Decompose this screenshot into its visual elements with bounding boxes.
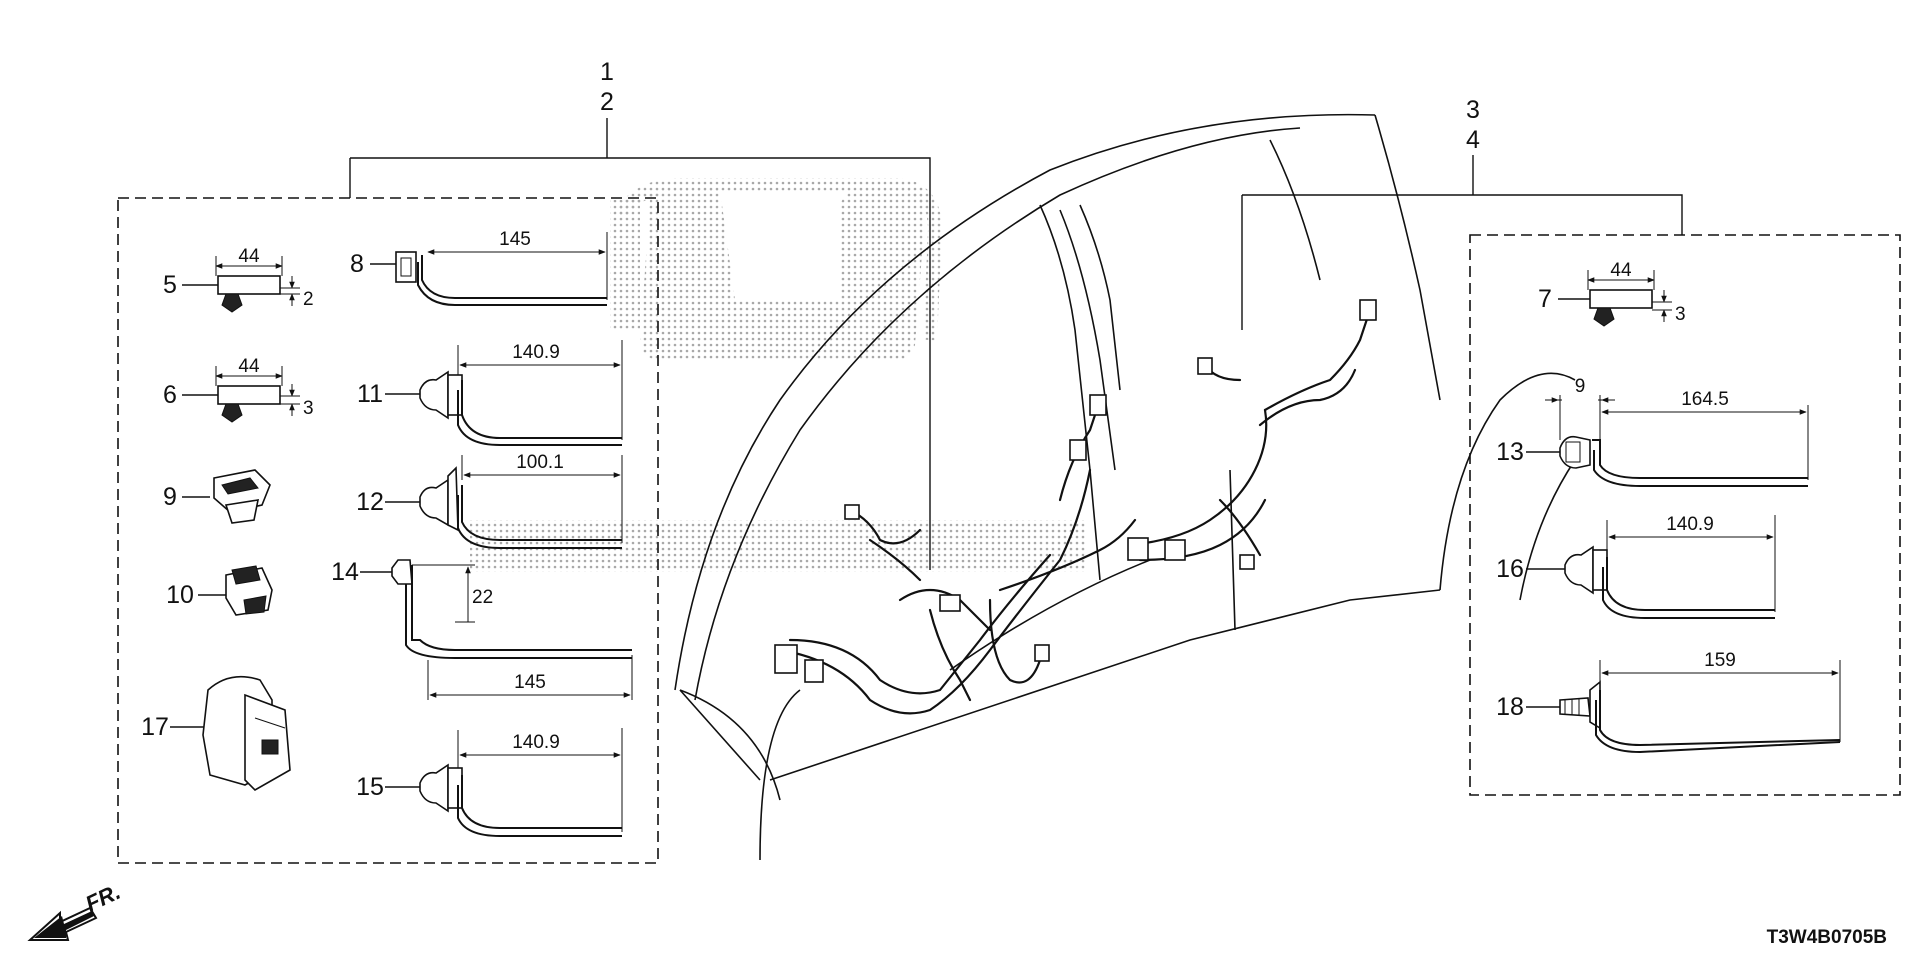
part-13-length: 164.5: [1681, 389, 1729, 410]
part-6-number: 6: [163, 381, 177, 409]
part-5-number: 5: [163, 271, 177, 299]
part-16-length: 140.9: [1666, 514, 1714, 535]
callout-4: 4: [1466, 126, 1480, 154]
part-7-height: 3: [1675, 304, 1686, 325]
part-13-offset: 9: [1575, 376, 1586, 397]
part-7-width: 44: [1610, 260, 1632, 281]
part-7-number: 7: [1538, 285, 1552, 313]
part-13-number: 13: [1496, 438, 1524, 466]
vehicle-body-outline: [674, 113, 1576, 861]
part-12-number: 12: [356, 488, 384, 516]
part-8: 8 145: [350, 229, 608, 306]
part-8-length: 145: [499, 229, 531, 250]
watermark-logo: [470, 178, 1085, 572]
part-11-length: 140.9: [512, 342, 560, 363]
door-wire-harness-front: [774, 394, 1137, 715]
part-5-height: 2: [303, 289, 314, 310]
part-14-height: 22: [472, 587, 493, 608]
part-17: 17: [141, 675, 291, 791]
part-6: 6 44 3: [163, 356, 314, 423]
part-18: 18 159: [1496, 650, 1841, 754]
part-16-number: 16: [1496, 555, 1524, 583]
part-12-length: 100.1: [516, 452, 564, 473]
part-10-number: 10: [166, 581, 194, 609]
part-15-length: 140.9: [512, 732, 560, 753]
callout-1: 1: [600, 58, 614, 86]
callout-2: 2: [600, 88, 614, 116]
part-14: 14 22 145: [331, 558, 633, 700]
part-9-number: 9: [163, 483, 177, 511]
part-7: 7 44 3: [1538, 260, 1686, 327]
diagram-code: T3W4B0705B: [1767, 927, 1887, 948]
part-9: 9: [163, 469, 271, 524]
part-16: 16 140.9: [1496, 514, 1776, 619]
part-15-number: 15: [356, 773, 384, 801]
part-6-width: 44: [238, 356, 260, 377]
part-11: 11 140.9: [357, 340, 623, 446]
part-11-number: 11: [357, 380, 383, 408]
part-18-length: 159: [1704, 650, 1736, 671]
part-8-number: 8: [350, 250, 364, 278]
part-5-width: 44: [238, 246, 260, 267]
part-15: 15 140.9: [356, 728, 623, 837]
group-left: 1 2: [117, 58, 931, 864]
front-direction-arrow: FR.: [27, 879, 124, 941]
part-5: 5 44 2: [163, 246, 314, 313]
group-right: 3 4: [1241, 96, 1901, 796]
part-14-number: 14: [331, 558, 359, 586]
part-10: 10: [166, 565, 273, 616]
part-14-length: 145: [514, 672, 546, 693]
part-18-number: 18: [1496, 693, 1524, 721]
part-17-number: 17: [141, 713, 169, 741]
callout-3: 3: [1466, 96, 1480, 124]
part-13: 13 9 164.5: [1496, 376, 1809, 487]
part-12: 12 100.1: [356, 452, 623, 549]
door-wire-harness-rear: [1127, 299, 1377, 570]
part-6-height: 3: [303, 398, 314, 419]
